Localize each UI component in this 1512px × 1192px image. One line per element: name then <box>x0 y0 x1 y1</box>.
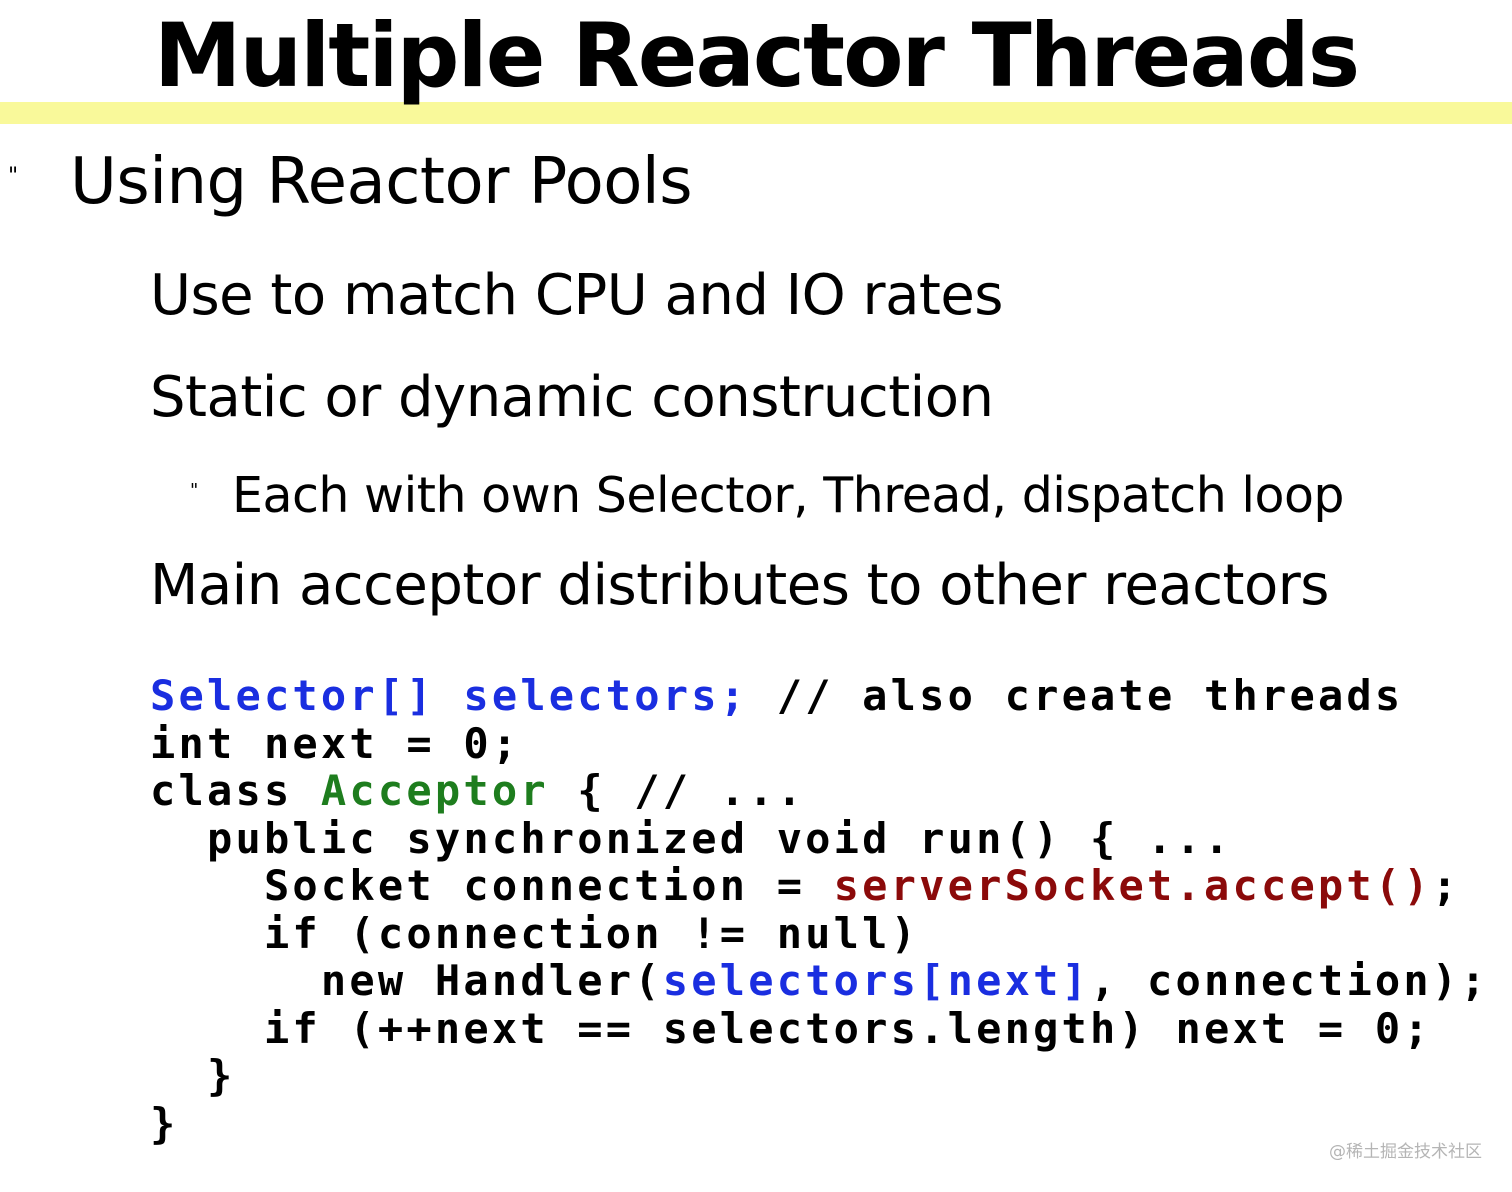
slide-title: Multiple Reactor Threads <box>153 4 1360 107</box>
code-token: ; <box>1431 861 1461 910</box>
code-line: public synchronized void run() { ... <box>150 813 1489 863</box>
sub-bullet-construction: Static or dynamic construction <box>150 365 994 430</box>
code-token: selectors[next] <box>662 956 1091 1005</box>
sub-bullet-match-rates: Use to match CPU and IO rates <box>150 263 1003 328</box>
code-token: } <box>150 1051 236 1100</box>
code-token: Socket connection = <box>150 861 834 910</box>
code-token: if (connection != null) <box>150 908 920 958</box>
code-token: if (++next == selectors.length) next = 0… <box>150 1003 1432 1053</box>
title-highlight-band <box>0 102 1512 124</box>
sub-bullet-main-acceptor: Main acceptor distributes to other react… <box>150 553 1329 618</box>
code-token: Selector[] selectors; <box>150 671 749 720</box>
code-token: Acceptor <box>320 766 549 815</box>
code-line: new Handler(selectors[next], connection)… <box>150 957 1489 1005</box>
code-token: { // ... <box>548 766 806 815</box>
bullet-using-reactor-pools: Using Reactor Pools <box>70 145 693 219</box>
code-token: class <box>150 766 321 815</box>
sub-sub-bullet-marker: " <box>190 480 199 501</box>
code-line: } <box>150 1098 1489 1148</box>
bullet-marker: " <box>8 164 19 189</box>
code-line: class Acceptor { // ... <box>150 767 1489 815</box>
code-token: } <box>150 1098 179 1148</box>
code-token: , connection); <box>1090 956 1489 1005</box>
code-line: } <box>150 1052 1489 1100</box>
code-line: if (++next == selectors.length) next = 0… <box>150 1003 1489 1053</box>
code-listing: Selector[] selectors; // also create thr… <box>150 672 1489 1147</box>
sub-sub-bullet-each-with-own: Each with own Selector, Thread, dispatch… <box>232 467 1345 524</box>
code-line: Socket connection = serverSocket.accept(… <box>150 862 1489 910</box>
code-line: int next = 0; <box>150 718 1489 768</box>
code-token: // also create threads <box>748 671 1404 720</box>
code-line: if (connection != null) <box>150 908 1489 958</box>
code-token: int next = 0; <box>150 718 521 768</box>
watermark: @稀土掘金技术社区 <box>1329 1142 1482 1162</box>
code-line: Selector[] selectors; // also create thr… <box>150 672 1489 720</box>
code-token: public synchronized void run() { ... <box>150 813 1233 863</box>
code-token: serverSocket.accept() <box>833 861 1432 910</box>
code-token: new Handler( <box>150 956 663 1005</box>
